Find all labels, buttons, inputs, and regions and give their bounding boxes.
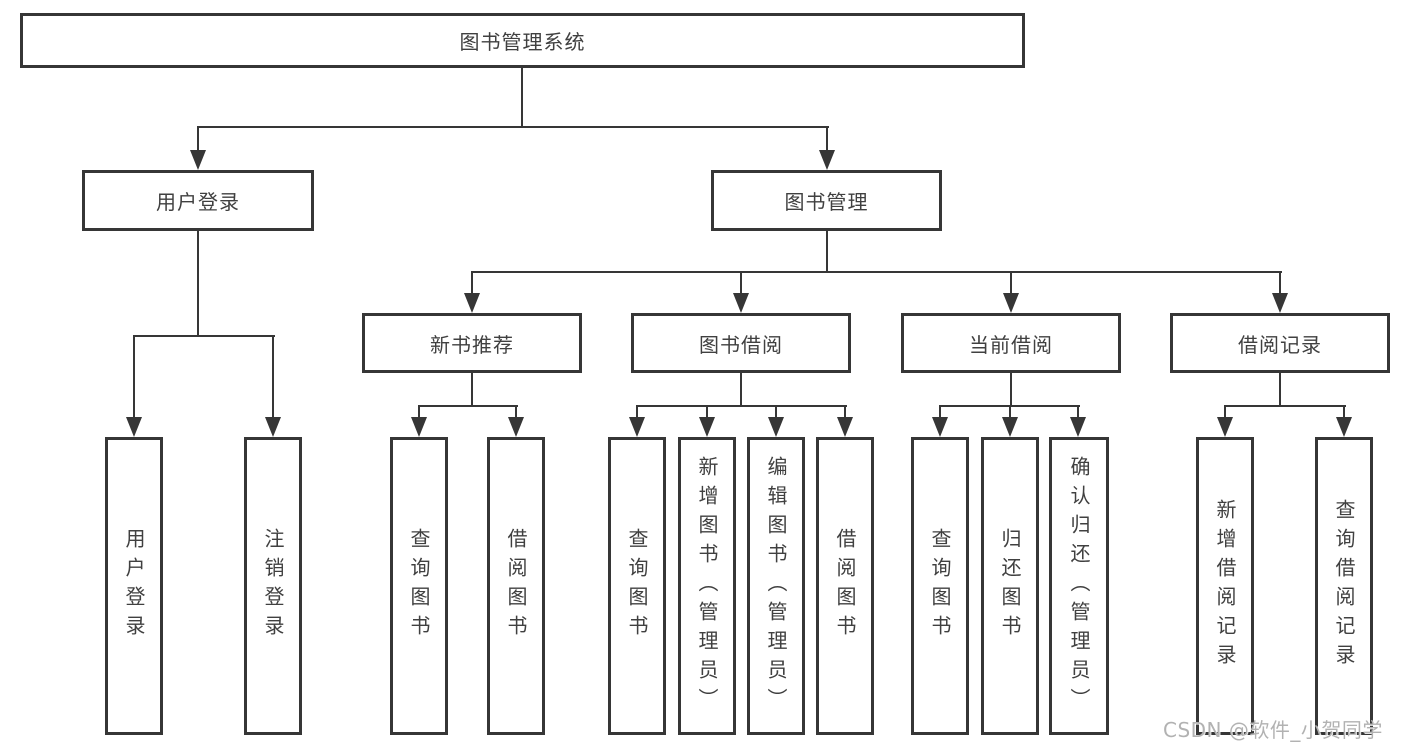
connector-drop bbox=[272, 335, 274, 418]
arrow-down-icon bbox=[190, 150, 206, 170]
connector-drop bbox=[1010, 271, 1012, 294]
node-br-query: 查询借阅记录 bbox=[1315, 437, 1373, 735]
arrow-down-icon bbox=[508, 417, 524, 437]
connector-drop bbox=[197, 126, 199, 151]
node-book-mgmt-label: 图书管理 bbox=[784, 190, 869, 214]
arrow-down-icon bbox=[411, 417, 427, 437]
arrow-down-icon bbox=[1272, 293, 1288, 313]
arrow-down-icon bbox=[768, 417, 784, 437]
connector-drop bbox=[939, 405, 941, 418]
connector-drop bbox=[740, 271, 742, 294]
node-cb-query-label: 查询图书 bbox=[928, 528, 952, 644]
connector-bus bbox=[472, 271, 1282, 273]
connector-stem bbox=[521, 68, 523, 128]
connector-drop bbox=[1077, 405, 1079, 418]
node-cb-return-label: 归还图书 bbox=[998, 528, 1022, 644]
connector-drop bbox=[636, 405, 638, 418]
arrow-down-icon bbox=[819, 150, 835, 170]
node-br-add: 新增借阅记录 bbox=[1196, 437, 1254, 735]
connector-drop bbox=[418, 405, 420, 418]
node-logout-label: 注销登录 bbox=[261, 528, 285, 644]
node-borrow-record: 借阅记录 bbox=[1170, 313, 1390, 373]
node-user-login: 用户登录 bbox=[105, 437, 163, 735]
connector-stem bbox=[740, 373, 742, 407]
node-cb-confirm-label: 确认归还（管理员） bbox=[1067, 455, 1091, 717]
connector-drop bbox=[515, 405, 517, 418]
node-user-login-label: 用户登录 bbox=[122, 528, 146, 644]
node-user-login-group: 用户登录 bbox=[82, 170, 314, 231]
node-bb-borrow-label: 借阅图书 bbox=[833, 528, 857, 644]
node-bb-borrow: 借阅图书 bbox=[816, 437, 874, 735]
connector-drop bbox=[471, 271, 473, 294]
connector-drop bbox=[844, 405, 846, 418]
node-borrow-record-label: 借阅记录 bbox=[1238, 332, 1322, 357]
connector-bus bbox=[419, 405, 518, 407]
arrow-down-icon bbox=[837, 417, 853, 437]
node-root-label: 图书管理系统 bbox=[459, 30, 586, 54]
watermark: CSDN @软件_小贺同学 bbox=[1163, 718, 1383, 742]
connector-bus bbox=[1225, 405, 1346, 407]
connector-drop bbox=[1009, 405, 1011, 418]
node-br-query-label: 查询借阅记录 bbox=[1332, 499, 1356, 673]
node-nbr-query-label: 查询图书 bbox=[407, 528, 431, 644]
connector-stem bbox=[1010, 373, 1012, 407]
arrow-down-icon bbox=[1217, 417, 1233, 437]
node-cb-return: 归还图书 bbox=[981, 437, 1039, 735]
connector-drop bbox=[1343, 405, 1345, 418]
connector-stem bbox=[826, 231, 828, 273]
node-current-borrow-label: 当前借阅 bbox=[969, 332, 1053, 357]
node-bb-edit-label: 编辑图书（管理员） bbox=[764, 455, 788, 717]
arrow-down-icon bbox=[1336, 417, 1352, 437]
arrow-down-icon bbox=[126, 417, 142, 437]
connector-drop bbox=[826, 126, 828, 151]
node-book-mgmt: 图书管理 bbox=[711, 170, 942, 231]
node-nbr-borrow: 借阅图书 bbox=[487, 437, 545, 735]
node-nbr-query: 查询图书 bbox=[390, 437, 448, 735]
connector-bus bbox=[198, 126, 829, 128]
connector-bus bbox=[134, 335, 275, 337]
node-bb-edit: 编辑图书（管理员） bbox=[747, 437, 805, 735]
arrow-down-icon bbox=[733, 293, 749, 313]
connector-drop bbox=[1224, 405, 1226, 418]
node-bb-add: 新增图书（管理员） bbox=[678, 437, 736, 735]
node-cb-query: 查询图书 bbox=[911, 437, 969, 735]
node-logout: 注销登录 bbox=[244, 437, 302, 735]
node-new-book-rec-label: 新书推荐 bbox=[430, 332, 514, 357]
arrow-down-icon bbox=[265, 417, 281, 437]
node-bb-query: 查询图书 bbox=[608, 437, 666, 735]
arrow-down-icon bbox=[464, 293, 480, 313]
arrow-down-icon bbox=[1070, 417, 1086, 437]
node-bb-add-label: 新增图书（管理员） bbox=[695, 455, 719, 717]
connector-stem bbox=[471, 373, 473, 407]
arrow-down-icon bbox=[1003, 293, 1019, 313]
node-bb-query-label: 查询图书 bbox=[625, 528, 649, 644]
connector-drop bbox=[133, 335, 135, 418]
node-current-borrow: 当前借阅 bbox=[901, 313, 1121, 373]
connector-drop bbox=[1279, 271, 1281, 294]
node-cb-confirm: 确认归还（管理员） bbox=[1049, 437, 1109, 735]
node-user-login-group-label: 用户登录 bbox=[156, 190, 240, 214]
connector-drop bbox=[706, 405, 708, 418]
connector-drop bbox=[775, 405, 777, 418]
node-root: 图书管理系统 bbox=[20, 13, 1025, 68]
node-book-borrow: 图书借阅 bbox=[631, 313, 851, 373]
connector-stem bbox=[1279, 373, 1281, 407]
arrow-down-icon bbox=[629, 417, 645, 437]
node-new-book-rec: 新书推荐 bbox=[362, 313, 582, 373]
arrow-down-icon bbox=[699, 417, 715, 437]
node-book-borrow-label: 图书借阅 bbox=[699, 332, 783, 357]
arrow-down-icon bbox=[1002, 417, 1018, 437]
connector-bus bbox=[637, 405, 847, 407]
node-nbr-borrow-label: 借阅图书 bbox=[504, 528, 528, 644]
node-br-add-label: 新增借阅记录 bbox=[1213, 499, 1237, 673]
connector-stem bbox=[197, 231, 199, 337]
arrow-down-icon bbox=[932, 417, 948, 437]
